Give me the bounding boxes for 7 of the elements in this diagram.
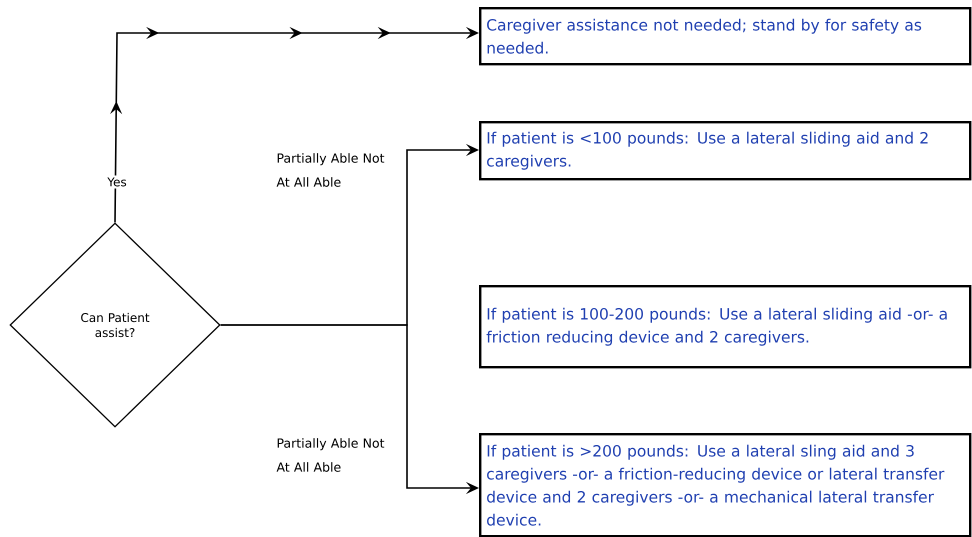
edge-label: Yes [105,176,129,188]
text-box: Caregiver assistance not needed; stand by for safety as needed. [479,7,972,66]
text-box: If patient is <100 pounds: Use a lateral sliding aid and 2 caregivers. [479,121,972,180]
text-box: If patient is 100-200 pounds: Use a lateral sliding aid -or- a friction reducing device and 2 caregivers. [479,285,972,368]
edge-label: Partially Able Not At All Able [276,153,384,187]
text-box: If patient is >200 pounds: Use a lateral sling aid and 3 caregivers -or- a friction-reducing device or lateral transfer device and 2 caregivers -or- a mechanical lateral transfer device. [479,433,972,537]
edge-label: Partially Able Not At All Able [276,438,384,472]
